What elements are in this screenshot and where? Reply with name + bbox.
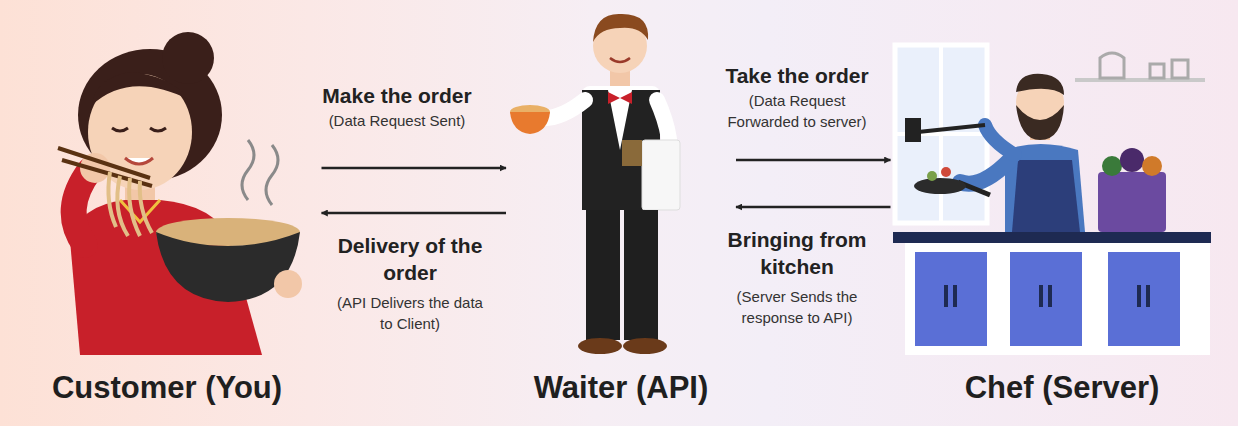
figure-title: Customer (You)	[52, 370, 282, 406]
figure-node: Chef (Server)	[893, 25, 1232, 420]
note-text: (Data Request Sent)	[297, 110, 497, 131]
figure-node: Waiter (API)	[508, 25, 734, 420]
flow-arrow	[322, 212, 507, 215]
flow-arrow	[322, 167, 507, 170]
figure-title: Waiter (API)	[534, 370, 709, 406]
edge-label: Bringing from kitchen	[707, 226, 887, 281]
note-text: (Data Request Forwarded to server)	[712, 90, 882, 132]
edge-label: Make the order	[292, 82, 502, 109]
edge-label: Take the order	[702, 62, 892, 89]
kitchen-figure	[893, 45, 1211, 355]
customer-figure	[58, 32, 302, 355]
waiter-figure	[510, 14, 680, 354]
flow-arrow	[736, 206, 891, 209]
figure-node: Customer (You)	[15, 25, 320, 420]
note-text: (API Delivers the data to Client)	[335, 292, 485, 334]
flow-arrow	[736, 159, 891, 162]
figure-title: Chef (Server)	[965, 370, 1160, 406]
edge-label: Delivery of the order	[325, 232, 495, 287]
note-text: (Server Sends the response to API)	[717, 286, 877, 328]
